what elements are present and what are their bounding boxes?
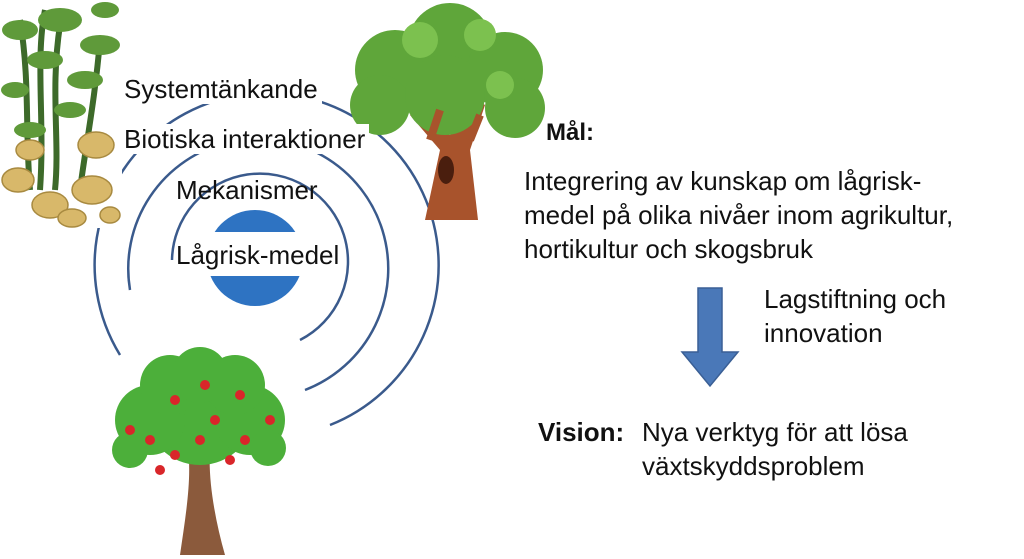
arrow-label-line-2: innovation — [764, 318, 883, 348]
goal-line-3: hortikultur och skogsbruk — [524, 234, 814, 264]
ring-label-second: Biotiska interaktioner — [120, 124, 370, 154]
goal-line-2: medel på olika nivåer inom agrikultur, — [524, 200, 954, 230]
down-arrow — [680, 287, 740, 388]
goal-heading: Mål: — [546, 119, 594, 146]
goal-line-1: Integrering av kunskap om lågrisk- — [524, 166, 922, 196]
vision-line-2: växtskyddsproblem — [642, 451, 865, 481]
ring-second — [127, 137, 390, 392]
ring-label-core: Lågrisk-medel — [176, 240, 340, 270]
ring-label-outer: Systemtänkande — [120, 74, 322, 104]
ring-label-third: Mekanismer — [176, 175, 318, 205]
apple-tree-illustration — [112, 347, 286, 555]
vision-heading: Vision: — [538, 417, 625, 447]
core-disc — [196, 210, 314, 306]
arrow-label-line-1: Lagstiftning och — [764, 284, 947, 314]
vision-line-1: Nya verktyg för att lösa — [642, 417, 908, 447]
ring-third — [170, 172, 350, 342]
oak-tree-illustration — [350, 3, 545, 220]
potato-plant-illustration — [0, 0, 122, 228]
